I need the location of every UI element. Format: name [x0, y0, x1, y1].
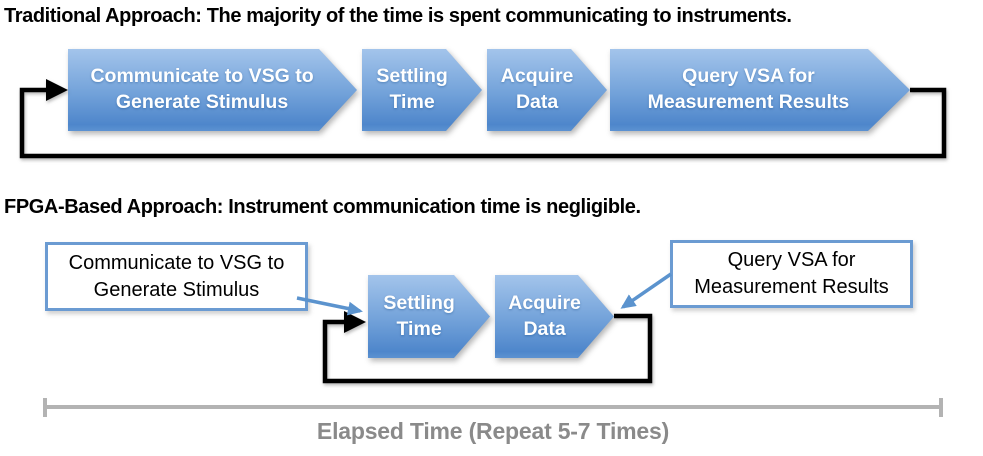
- connector-arrow-right: [620, 272, 672, 309]
- flow-step-query-vsa: Query VSA for Measurement Results: [610, 49, 910, 131]
- callout-query-vsa: Query VSA for Measurement Results: [670, 240, 913, 308]
- flow-step-label: Communicate to VSG to Generate Stimulus: [68, 49, 357, 131]
- callout-communicate-vsg: Communicate to VSG to Generate Stimulus: [45, 242, 308, 311]
- flow-step-settling-time: Settling Time: [368, 275, 490, 358]
- flow-step-settling-time: Settling Time: [362, 49, 482, 131]
- arrowhead-icon: [344, 311, 366, 333]
- elapsed-time-bracket: [43, 398, 943, 417]
- flow-step-acquire-data: Acquire Data: [495, 275, 614, 358]
- flow-step-communicate-vsg: Communicate to VSG to Generate Stimulus: [68, 49, 357, 131]
- flow-step-label: Acquire Data: [495, 275, 614, 358]
- flow-step-label: Settling Time: [362, 49, 482, 131]
- flow-step-label: Query VSA for Measurement Results: [610, 49, 910, 131]
- elapsed-time-label: Elapsed Time (Repeat 5-7 Times): [316, 418, 670, 444]
- flow-step-acquire-data: Acquire Data: [487, 49, 607, 131]
- fpga-approach-title: FPGA-Based Approach: Instrument communic…: [4, 196, 641, 218]
- traditional-approach-title: Traditional Approach: The majority of th…: [4, 5, 792, 27]
- flow-step-label: Acquire Data: [487, 49, 607, 131]
- flow-step-label: Settling Time: [368, 275, 490, 358]
- arrowhead-icon: [46, 79, 68, 101]
